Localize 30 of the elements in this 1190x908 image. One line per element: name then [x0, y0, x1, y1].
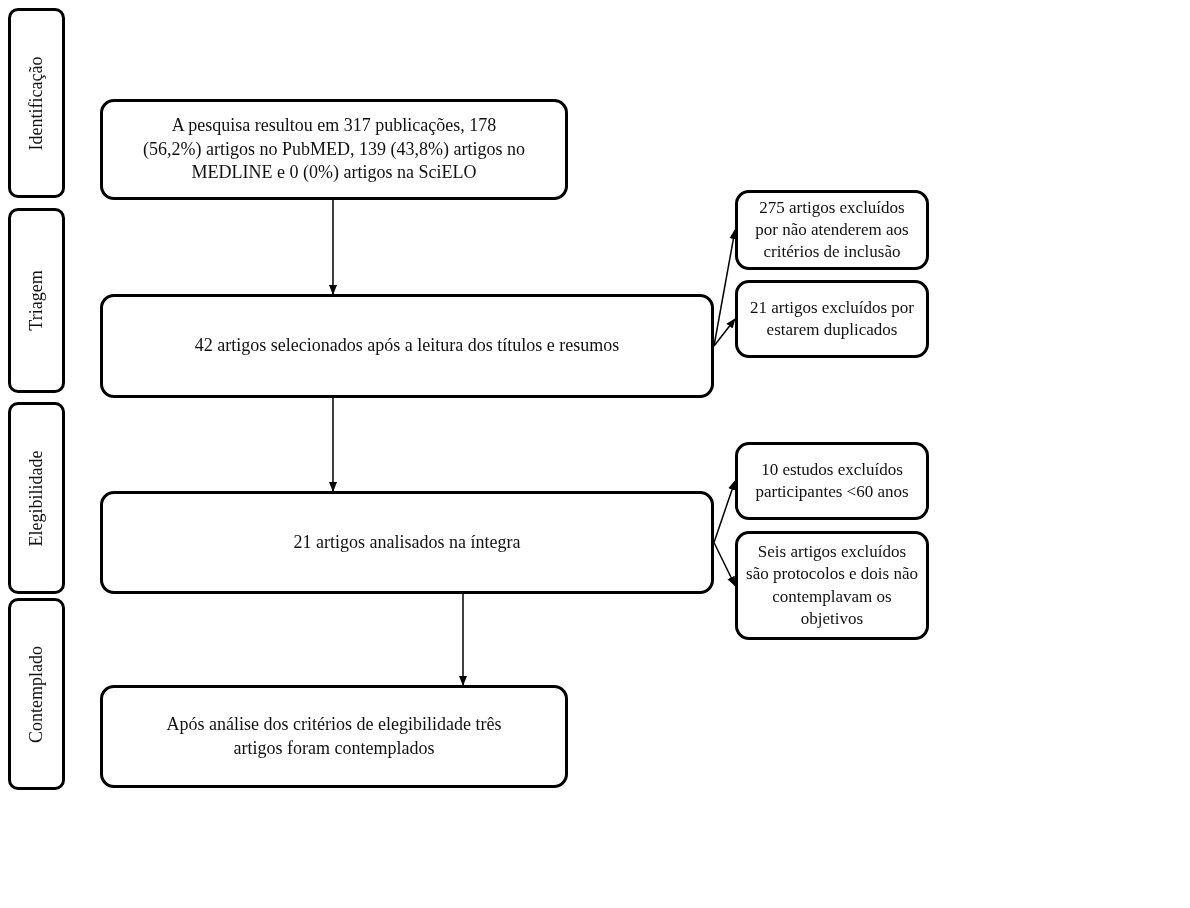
- stage-box: [8, 598, 65, 790]
- arrow: [329, 397, 337, 492]
- stage-label: Elegibilidade: [26, 450, 47, 546]
- stage-label: Triagem: [26, 270, 47, 331]
- arrow: [329, 199, 337, 295]
- arrow: [713, 318, 736, 347]
- process-box: [100, 99, 568, 200]
- arrow: [459, 593, 467, 686]
- box-text: 42 artigos selecionados após a leitura dos títulos e resumos: [194, 334, 620, 358]
- arrow: [713, 480, 736, 544]
- process-box: [735, 442, 929, 520]
- box-text: 21 artigos analisados na íntegra: [293, 530, 521, 554]
- process-box: [100, 685, 568, 788]
- stage-box: [8, 208, 65, 393]
- arrow: [713, 541, 736, 587]
- box-text: A pesquisa resultou em 317 publicações, 178 (56,2%) artigos no PubMED, 139 (43,8%) artigos no MEDLINE e 0 (0%) artigos na SciELO: [143, 114, 525, 185]
- process-box: [100, 294, 714, 398]
- process-box: [735, 190, 929, 270]
- stage-box: [8, 402, 65, 594]
- stage-label: Identificação: [26, 56, 47, 150]
- box-text: 10 estudos excluídos participantes <60 anos: [754, 458, 910, 503]
- process-box: [100, 491, 714, 594]
- stage-box: [8, 8, 65, 198]
- process-box: [735, 280, 929, 358]
- stage-label: Contemplado: [26, 645, 47, 743]
- box-text: 21 artigos excluídos por estarem duplicados: [749, 296, 915, 341]
- process-box: [735, 531, 929, 640]
- box-text: Após análise dos critérios de elegibilidade três artigos foram contemplados: [165, 713, 503, 760]
- box-text: Seis artigos excluídos são protocolos e dois não contemplavam os objetivos: [746, 541, 918, 630]
- box-text: 275 artigos excluídos por não atenderem aos critérios de inclusão: [754, 196, 910, 264]
